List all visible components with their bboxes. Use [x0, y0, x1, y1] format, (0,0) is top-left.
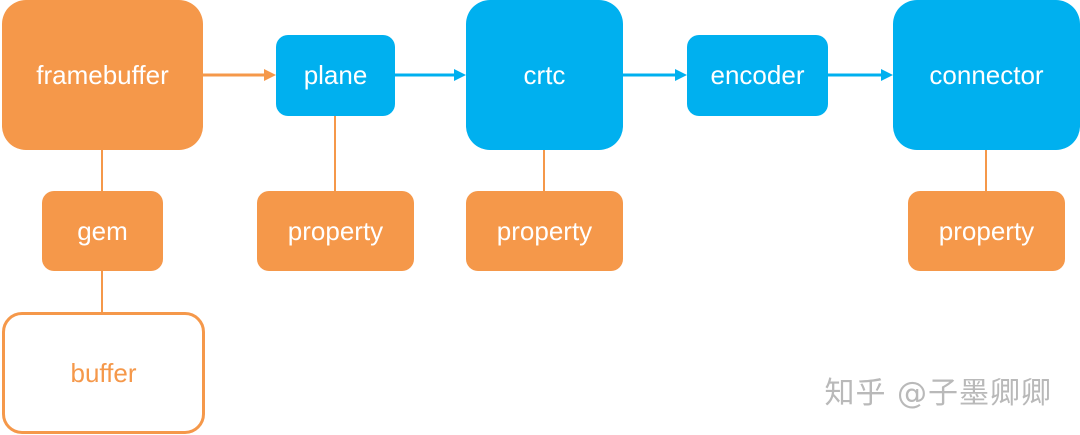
crtc-label: crtc: [523, 59, 566, 90]
arrowhead-crtc: [454, 69, 466, 81]
connector-property-node: property: [908, 191, 1065, 271]
crtc-property-label: property: [496, 215, 593, 246]
gem-node: gem: [42, 191, 163, 271]
arrowhead-encoder: [675, 69, 687, 81]
gem-label: gem: [77, 215, 128, 246]
watermark: 知乎 @子墨卿卿: [824, 376, 1052, 411]
arrowhead-connector: [881, 69, 893, 81]
plane-property-node: property: [257, 191, 414, 271]
plane-property-label: property: [287, 215, 384, 246]
arrowhead-plane: [264, 69, 276, 81]
connector-node: connector: [893, 0, 1080, 150]
framebuffer-node: framebuffer: [2, 0, 203, 150]
encoder-node: encoder: [687, 35, 828, 116]
connector-property-label: property: [938, 215, 1035, 246]
encoder-label: encoder: [710, 60, 805, 90]
crtc-property-node: property: [466, 191, 623, 271]
plane-node: plane: [276, 35, 395, 116]
framebuffer-label: framebuffer: [36, 59, 169, 90]
buffer-label: buffer: [70, 357, 137, 388]
connector-label: connector: [929, 59, 1044, 90]
crtc-node: crtc: [466, 0, 623, 150]
plane-label: plane: [303, 60, 368, 90]
buffer-node: buffer: [2, 312, 205, 434]
